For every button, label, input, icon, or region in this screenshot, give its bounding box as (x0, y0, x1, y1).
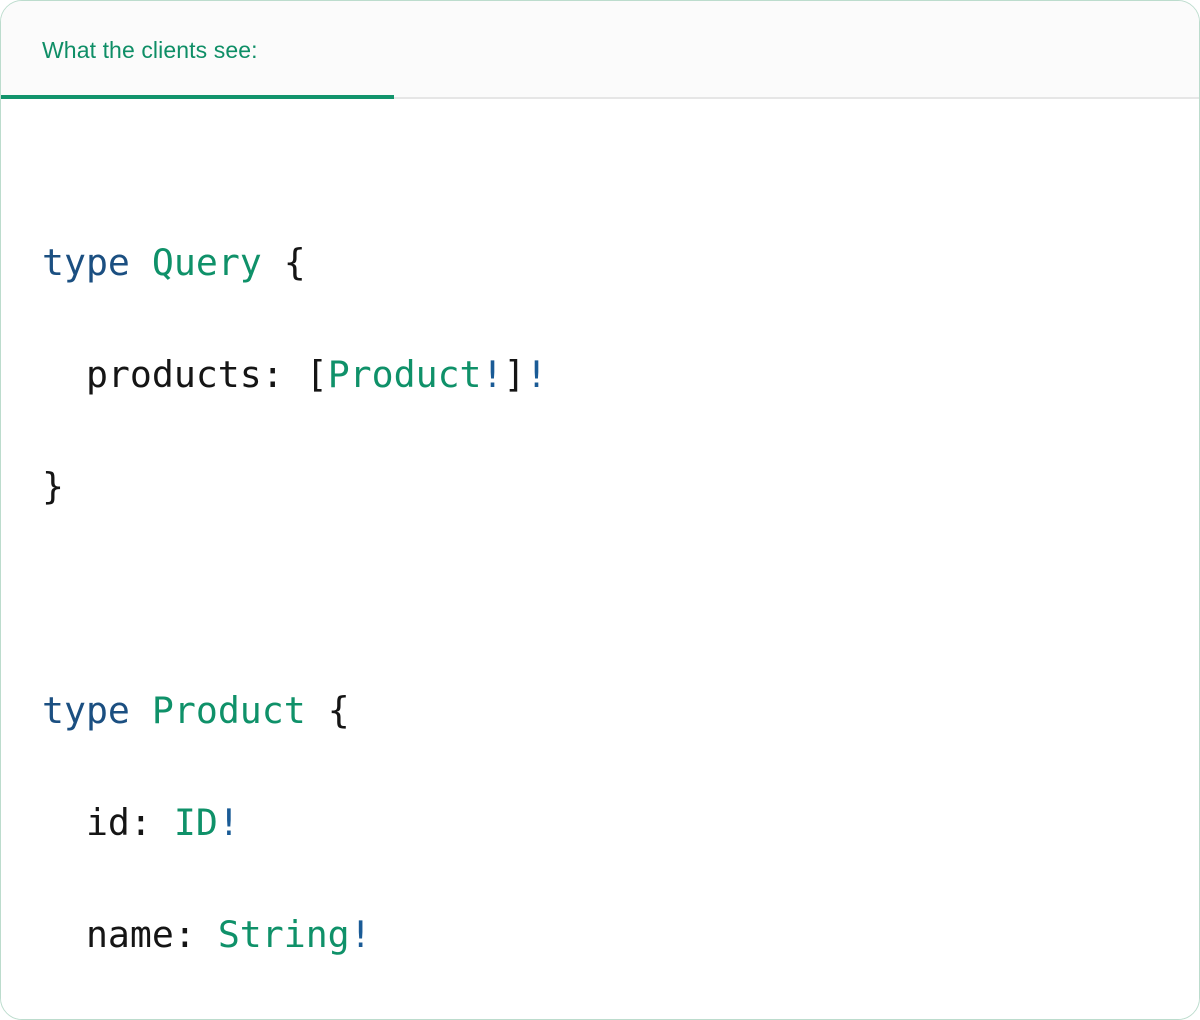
type-name-query: Query (151, 241, 262, 284)
colon: : (261, 353, 306, 396)
keyword-type: type (42, 689, 130, 732)
code-blank-line (42, 571, 1199, 627)
non-null-bang: ! (481, 353, 504, 396)
indent (42, 801, 86, 844)
indent (42, 353, 86, 396)
bracket-open: [ (305, 353, 328, 396)
colon: : (173, 913, 218, 956)
bracket-close: ] (503, 353, 526, 396)
space (130, 241, 152, 284)
scalar-string: String (217, 913, 350, 956)
card-header: What the clients see: (1, 1, 1199, 99)
code-line: type Product { (42, 683, 1199, 739)
field-id: id (85, 801, 130, 844)
tab-label: What the clients see: (42, 36, 258, 63)
brace-close: } (42, 465, 64, 508)
indent (42, 913, 86, 956)
type-name-product: Product (151, 689, 306, 732)
brace-open: { (327, 689, 350, 732)
type-name-product: Product (327, 353, 482, 396)
field-products: products (85, 353, 262, 396)
space (306, 689, 328, 732)
code-line: name: String! (42, 907, 1199, 963)
space (262, 241, 284, 284)
scalar-id: ID (173, 801, 218, 844)
non-null-bang: ! (349, 913, 372, 956)
header-divider (1, 97, 1199, 99)
code-line: } (42, 459, 1199, 515)
code-line: id: ID! (42, 795, 1199, 851)
code-body: type Query { products: [Product!]! } typ… (1, 99, 1199, 1019)
brace-open: { (283, 241, 306, 284)
code-line: products: [Product!]! (42, 347, 1199, 403)
keyword-type: type (42, 241, 130, 284)
code-line: type Query { (42, 235, 1199, 291)
space (130, 689, 152, 732)
tab-what-the-clients-see[interactable]: What the clients see: (1, 1, 394, 99)
field-name: name (85, 913, 174, 956)
non-null-bang: ! (217, 801, 240, 844)
tab-active-underline (1, 95, 394, 99)
graphql-schema-code[interactable]: type Query { products: [Product!]! } typ… (42, 123, 1199, 1019)
non-null-bang: ! (525, 353, 548, 396)
colon: : (129, 801, 174, 844)
